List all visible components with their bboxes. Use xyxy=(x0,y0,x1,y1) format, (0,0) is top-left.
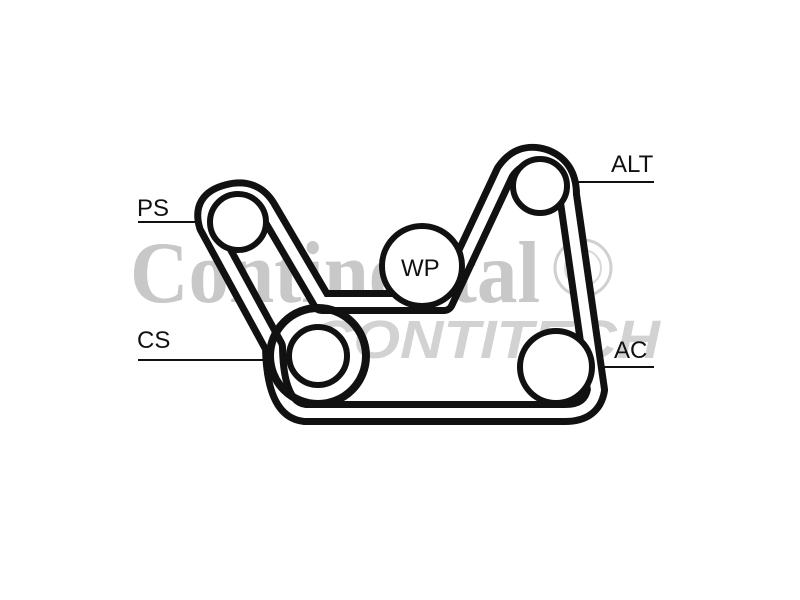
ac-label: AC xyxy=(614,337,647,364)
cs-label: CS xyxy=(137,327,170,354)
alt-label: ALT xyxy=(611,151,654,178)
ac-pulley xyxy=(517,328,595,406)
crankshaft-outer-ring xyxy=(266,304,370,408)
alt-pulley xyxy=(510,156,570,216)
ps-pulley xyxy=(207,191,269,253)
cs-pulley xyxy=(286,324,350,388)
wp-pulley xyxy=(379,223,465,309)
ps-label: PS xyxy=(137,195,169,222)
wp-label: WP xyxy=(401,255,440,282)
